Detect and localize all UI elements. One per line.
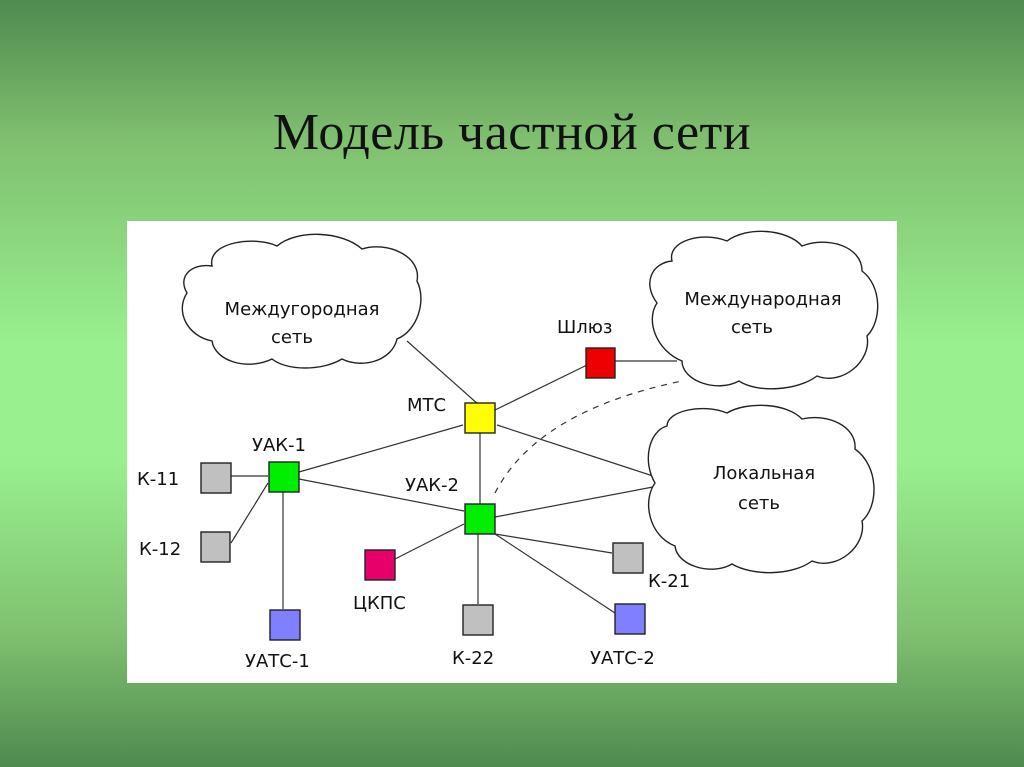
link-uak2-uats2	[494, 533, 616, 614]
label-uak2: УАК-2	[405, 475, 459, 496]
node-ckps	[364, 549, 396, 581]
label-k11: К-11	[137, 469, 179, 490]
label-uak1: УАК-1	[252, 435, 306, 456]
link-uak2-ckps	[394, 523, 465, 560]
label-uats1: УАТС-1	[245, 651, 310, 672]
node-uak2	[464, 503, 496, 535]
label-uats2: УАТС-2	[590, 648, 655, 669]
connections	[230, 340, 683, 614]
node-gateway	[585, 347, 616, 379]
link-mts-uak1	[298, 424, 464, 473]
slide-title: Модель частной сети	[272, 104, 752, 161]
cloud-long-distance-label-2: сеть	[271, 327, 313, 348]
clouds	[181, 230, 879, 574]
node-mts	[464, 402, 496, 434]
label-k12: К-12	[139, 539, 181, 560]
cloud-local-label-2: сеть	[738, 493, 780, 514]
cloud-international-label-1: Международная	[684, 289, 841, 310]
link-uak1-k12	[230, 482, 269, 544]
label-gateway: Шлюз	[557, 317, 612, 338]
link-uak1-uak2	[298, 478, 465, 512]
cloud-international	[649, 230, 879, 390]
label-ckps: ЦКПС	[353, 593, 406, 614]
cloud-international-label-2: сеть	[731, 317, 773, 338]
node-k11	[200, 462, 232, 494]
link-mts-local	[496, 424, 654, 477]
label-k22: К-22	[452, 648, 494, 669]
node-k22	[462, 604, 494, 636]
cloud-long-distance	[181, 233, 422, 369]
network-diagram: Междугородная сеть Международная сеть Ло…	[127, 221, 897, 683]
node-k12	[200, 531, 231, 563]
node-uats1	[269, 609, 301, 641]
network-diagram-svg: Междугородная сеть Международная сеть Ло…	[137, 230, 879, 672]
link-uak2-international-dashed	[494, 380, 683, 494]
label-k21: К-21	[648, 571, 690, 592]
label-mts: МТС	[407, 395, 446, 416]
link-uak2-local	[494, 486, 654, 518]
cloud-local-label-1: Локальная	[713, 463, 815, 484]
node-uats2	[614, 603, 646, 635]
link-uak2-k21	[494, 533, 613, 554]
node-k21	[612, 542, 644, 574]
nodes	[200, 347, 646, 641]
cloud-local	[647, 404, 875, 574]
cloud-long-distance-label-1: Междугородная	[225, 299, 380, 320]
link-longdistance-mts	[406, 340, 480, 406]
link-mts-gateway	[492, 364, 588, 412]
node-uak1	[268, 461, 300, 493]
